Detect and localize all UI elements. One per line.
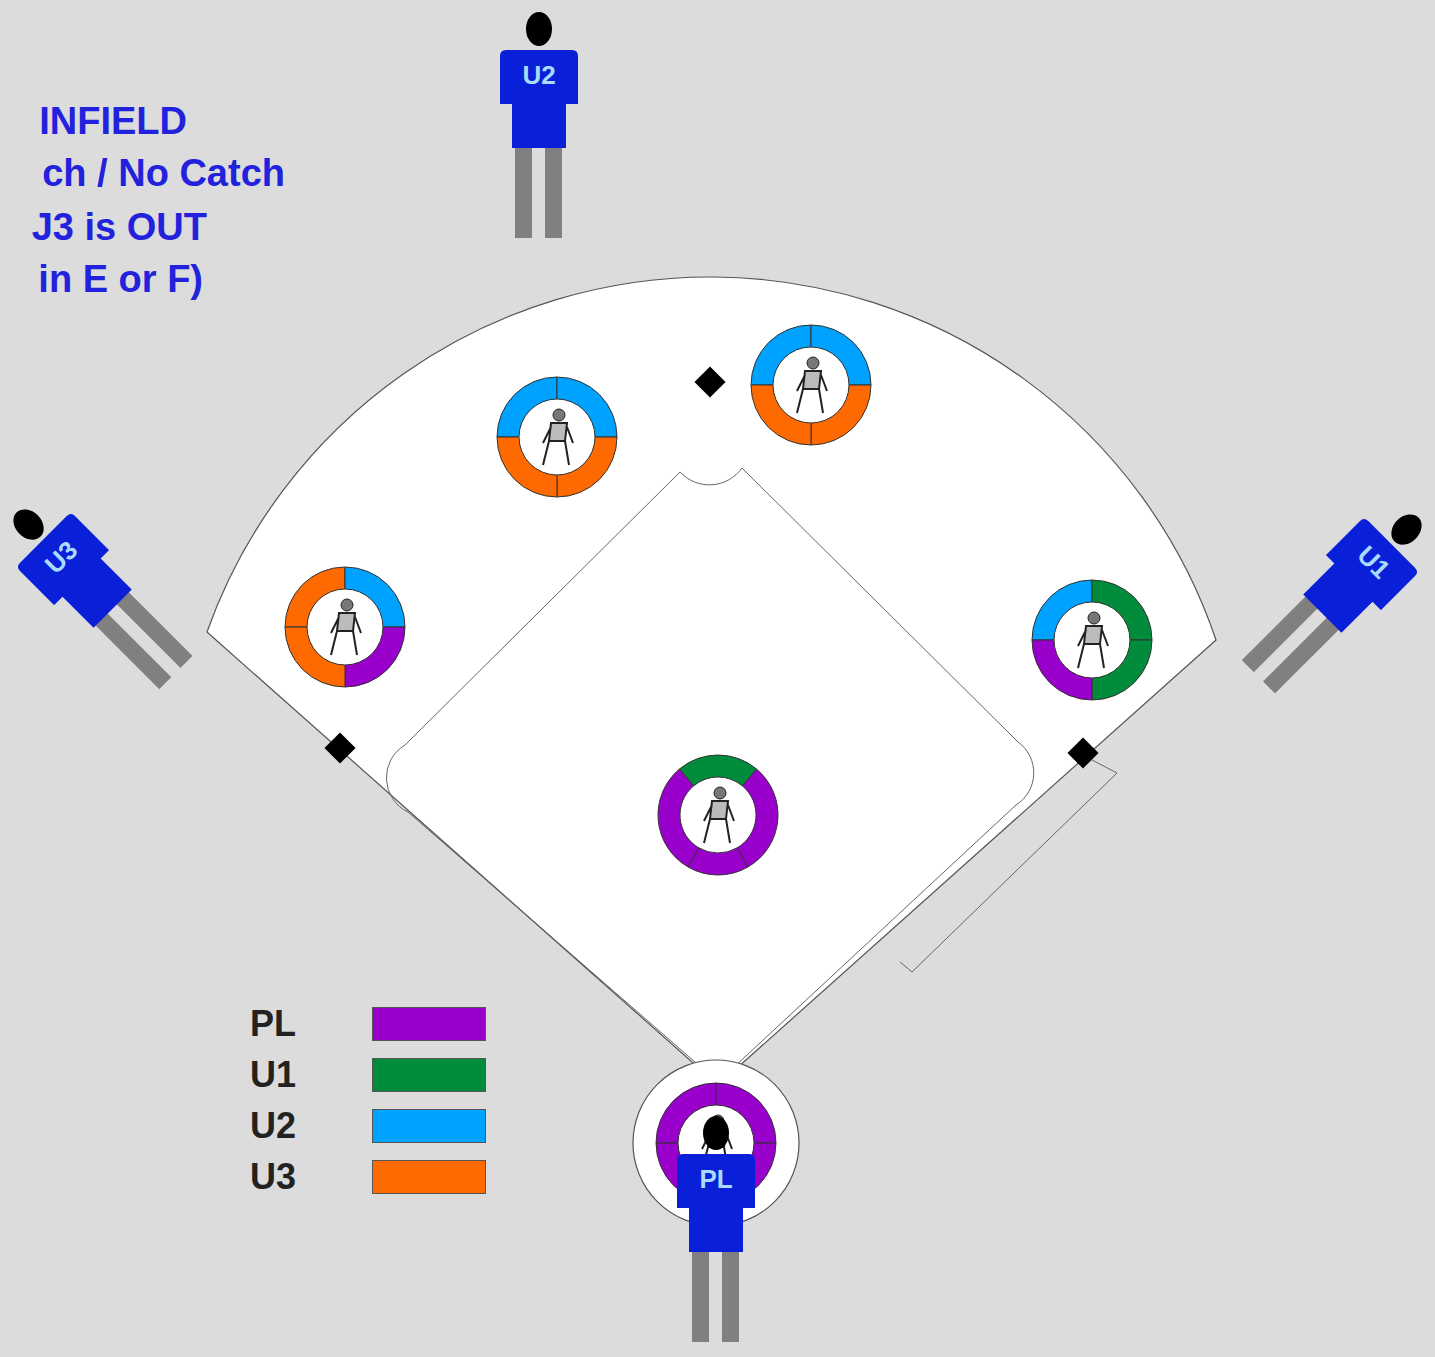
coverage-sector — [285, 627, 345, 687]
coverage-sector — [557, 377, 617, 437]
coverage-sector — [658, 769, 699, 867]
coverage-sector — [1092, 640, 1152, 700]
coverage-sector — [679, 755, 756, 786]
title-note: in E or F) — [38, 258, 203, 301]
coverage-sector — [811, 385, 871, 445]
player-figure — [704, 801, 734, 843]
player-head — [1088, 612, 1100, 624]
infield-grass-line — [386, 468, 1033, 1082]
umpire-label: U2 — [500, 60, 578, 91]
coverage-sector — [345, 567, 405, 627]
legend-swatch — [372, 1109, 486, 1143]
third-base — [324, 732, 355, 763]
umpire-node: PL — [677, 1112, 755, 1342]
umpire-figure — [677, 1112, 755, 1342]
coverage-sector — [751, 325, 811, 385]
coverage-sector — [285, 567, 345, 627]
title-note: ch / No Catch — [42, 152, 285, 195]
legend-label: U2 — [250, 1105, 296, 1147]
player-figure — [331, 613, 361, 655]
player-head — [714, 787, 726, 799]
field-outline — [207, 277, 1216, 1085]
coverage-sector — [1032, 580, 1092, 640]
coverage-rings — [285, 325, 1152, 1203]
umpire-node: U1 — [1231, 487, 1435, 705]
legend-swatch — [372, 1160, 486, 1194]
title-note: INFIELD — [39, 100, 187, 143]
player-head — [807, 357, 819, 369]
player-figure — [1078, 626, 1108, 668]
coverage-sector — [811, 325, 871, 385]
legend-label: U3 — [250, 1156, 296, 1198]
player-figure — [797, 371, 827, 413]
coverage-sector — [345, 627, 405, 687]
first-base — [1067, 737, 1098, 768]
player-head — [341, 599, 353, 611]
coverage-sector — [737, 769, 778, 867]
coverage-sector — [1092, 580, 1152, 640]
coverage-sector — [751, 385, 811, 445]
umpire-figure — [500, 8, 578, 238]
coverage-sector — [497, 437, 557, 497]
player-figure — [543, 423, 573, 465]
coverage-sector — [557, 437, 617, 497]
umpire-node: U3 — [0, 482, 204, 700]
umpire-node: U2 — [500, 8, 578, 238]
legend-swatch — [372, 1007, 486, 1041]
legend-label: PL — [250, 1003, 296, 1045]
legend-swatch — [372, 1058, 486, 1092]
umpire-figure — [0, 482, 204, 700]
coverage-sector — [497, 377, 557, 437]
player-head — [553, 409, 565, 421]
legend-label: U1 — [250, 1054, 296, 1096]
title-note: J3 is OUT — [32, 206, 207, 249]
umpire-figure — [1231, 487, 1435, 705]
second-base — [694, 366, 725, 397]
coverage-sector — [1032, 640, 1092, 700]
coach-box — [900, 760, 1117, 972]
umpire-label: PL — [677, 1164, 755, 1195]
